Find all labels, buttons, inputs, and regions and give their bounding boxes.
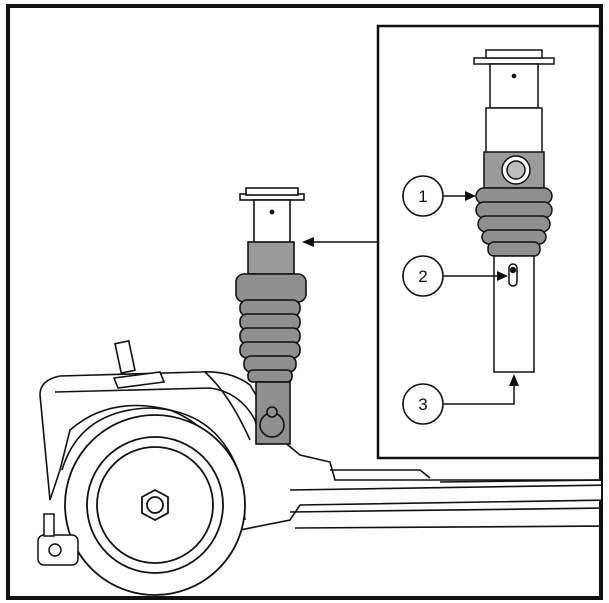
vehicle-body (39, 339, 601, 531)
installed-strut (235, 187, 307, 445)
callout-3-label: 3 (418, 395, 427, 414)
callout-1-label: 1 (418, 187, 427, 206)
pointer-arrow (302, 237, 378, 247)
wheel (64, 414, 246, 596)
bracket (37, 513, 79, 566)
callout-2: 2 (402, 255, 508, 297)
callout-3: 3 (402, 374, 519, 425)
callout-1: 1 (402, 175, 476, 217)
callout-2-label: 2 (418, 267, 427, 286)
